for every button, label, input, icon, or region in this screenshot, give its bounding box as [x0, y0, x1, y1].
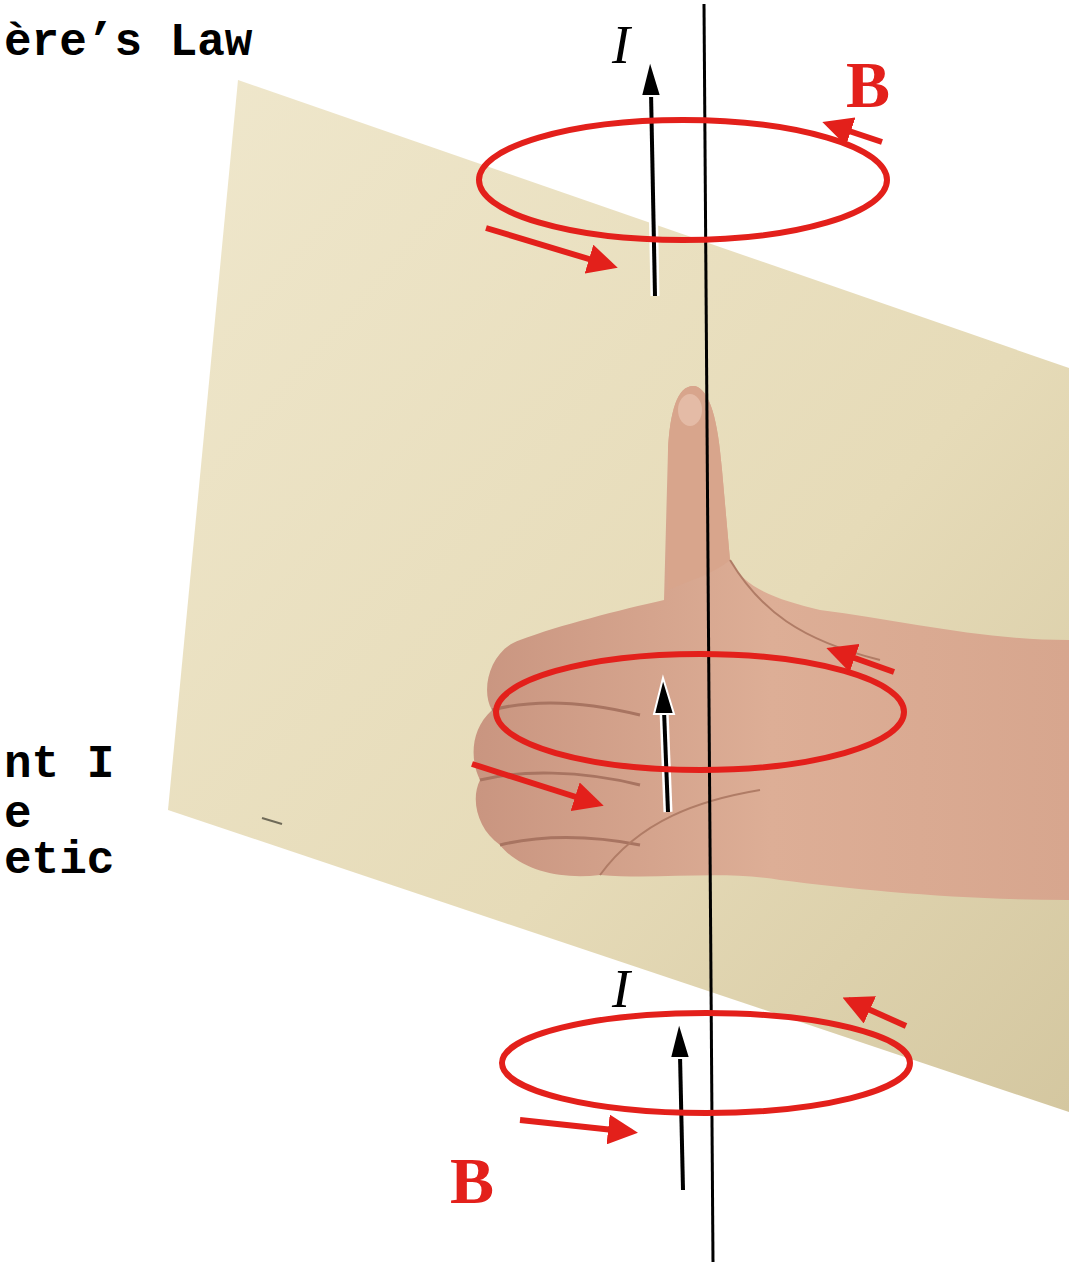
- field-direction-arrow: [472, 124, 906, 1132]
- wire: [704, 4, 713, 1262]
- body-text: e: [4, 792, 32, 838]
- field-symbol: B: [450, 1148, 494, 1214]
- magnetic-field-loop: [479, 120, 887, 240]
- slide-title: ère’s Law: [4, 20, 252, 66]
- body-text: nt I: [4, 742, 114, 788]
- body-text: etic: [4, 838, 114, 884]
- magnetic-field-loop: [496, 654, 904, 770]
- current-arrow: [654, 678, 674, 812]
- current-symbol: I: [612, 18, 630, 72]
- photo-background: [168, 80, 1069, 1112]
- photo-mark: [262, 818, 282, 824]
- current-symbol: I: [612, 962, 630, 1016]
- magnetic-field-loop: [502, 1013, 910, 1113]
- current-arrow: [670, 1022, 690, 1190]
- hand-photo: [474, 386, 1069, 900]
- current-arrow: [641, 60, 661, 296]
- field-symbol: B: [846, 52, 890, 118]
